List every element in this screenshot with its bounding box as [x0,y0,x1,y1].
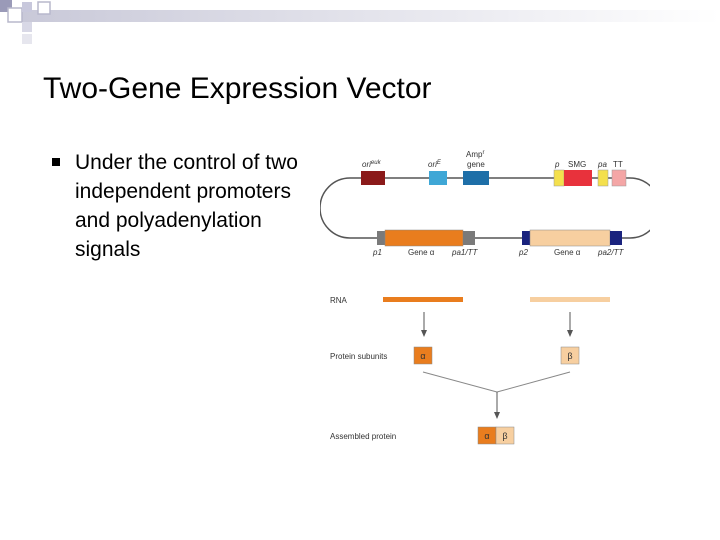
rna-beta-bar [530,297,610,302]
alpha-subunit-label: α [420,351,425,361]
ori-euk-label: orieuk [362,160,382,169]
assembled-alpha-label: α [484,431,489,441]
expression-vector-diagram: orieuk oriE Ampr gene p SMG pa TT p1 Gen… [320,150,650,445]
bullet-text: Under the control of two independent pro… [75,151,298,261]
assembled-protein-row-label: Assembled protein [330,432,396,441]
amp-gene-label: Ampr [466,150,484,159]
rna-alpha-bar [383,297,463,302]
p-label: p [554,160,560,169]
bullet-item: Under the control of two independent pro… [50,148,310,264]
deco-square [37,1,51,15]
slide-title: Two-Gene Expression Vector [43,72,432,105]
amp-gene-element [463,171,489,185]
gene-alpha-element [384,229,464,247]
assembled-beta-box [495,426,515,445]
protein-subunits-row-label: Protein subunits [330,352,387,361]
alpha-subunit-box [413,346,433,365]
arrowhead-icon [421,330,427,337]
assembled-beta-label: β [502,431,507,441]
p1-label: p1 [372,248,382,257]
ori-e-element [429,171,447,185]
tt-label: TT [613,160,623,169]
beta-subunit-label: β [567,351,572,361]
gene-alpha-label: Gene α [408,248,435,257]
header-gradient-bar [10,10,720,22]
rna-row-label: RNA [330,296,348,305]
p-promoter-element [553,169,565,187]
pa1-tt-label: pa1/TT [451,248,478,257]
deco-square [22,2,32,12]
amp-gene-label-line2: gene [467,160,485,169]
ori-euk-element [361,171,385,185]
p2-promoter-element [522,231,530,245]
pa2-tt-label: pa2/TT [597,248,624,257]
pa2-tt-element [610,231,622,245]
pa-element [597,169,609,187]
plasmid-backbone [320,177,650,239]
deco-square [7,7,23,23]
deco-square [22,22,32,32]
pa1-tt-element [463,231,475,245]
smg-label: SMG [568,160,586,169]
header-decoration [0,0,720,44]
gene-beta-label: Gene α [554,248,581,257]
arrowhead-icon [494,412,500,419]
p2-label: p2 [518,248,528,257]
converge-line-left [422,371,498,393]
gene-beta-element [529,229,611,247]
bullet-square-icon [52,158,60,166]
converge-line-right [496,371,571,393]
pa-label: pa [597,160,607,169]
tt-element [611,169,627,187]
bullet-list: Under the control of two independent pro… [50,148,310,264]
beta-subunit-box [560,346,580,365]
smg-element [564,170,592,186]
deco-square [22,34,32,44]
ori-e-label: oriE [428,160,442,169]
arrowhead-icon [567,330,573,337]
p1-promoter-element [377,231,385,245]
